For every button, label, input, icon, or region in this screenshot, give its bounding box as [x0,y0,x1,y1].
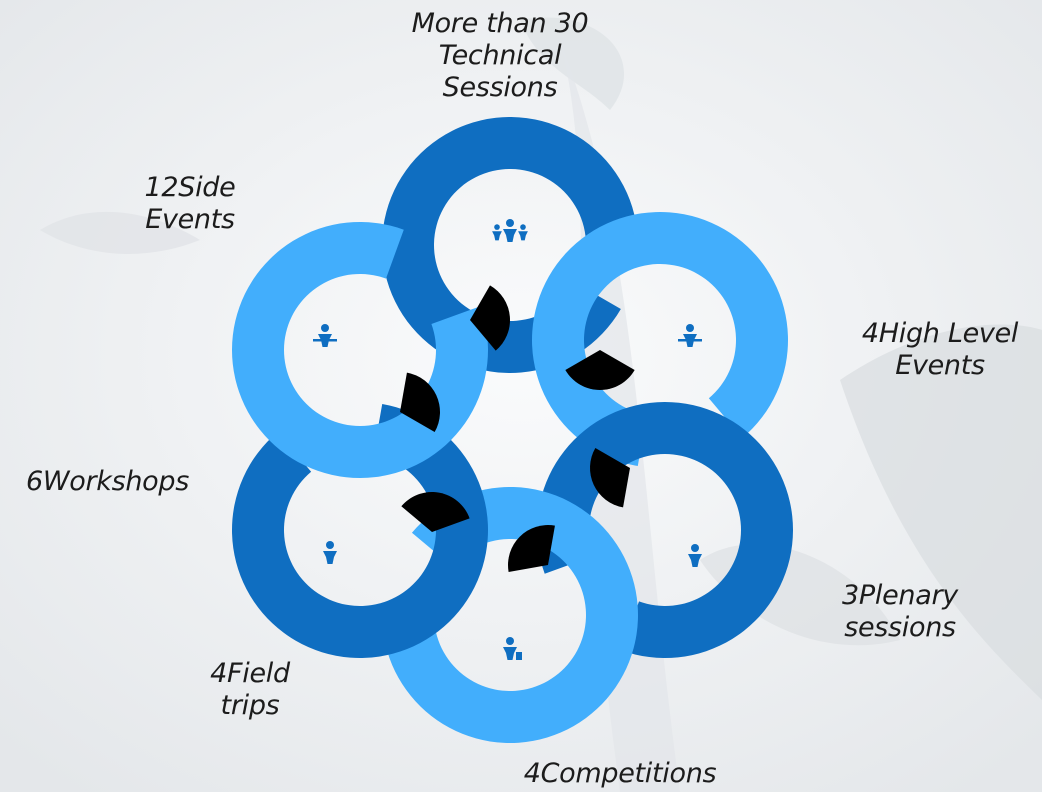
group-people-icon [492,219,528,242]
overlap-wedge-2 [565,350,635,390]
ring-2 [532,212,788,467]
overlap-wedge-4 [507,524,555,572]
segment-label-2: 4High Level Events [861,318,1019,381]
segment-label-7: 12Side Events [144,172,236,235]
segment-label-1: More than 30 Technical Sessions [411,8,589,103]
segment-label-4: 4Competitions [523,758,717,789]
ring-5 [232,403,488,659]
lectern-person-icon [313,324,337,347]
overlap-wedge-3 [590,448,630,508]
overlap-wedge-6 [400,372,441,432]
businessman-icon [688,544,702,567]
segment-label-5: 4Field trips [210,658,290,721]
ring-6 [232,222,488,478]
overlap-wedge-5 [401,491,470,532]
overlap-wedge-1 [470,285,510,351]
person-icon [323,541,337,564]
speaker-podium-icon [678,324,702,347]
segment-label-6: 6Workshops [25,466,190,497]
presenter-chart-icon [503,637,522,660]
segment-label-3: 3Plenary sessions [842,580,958,643]
